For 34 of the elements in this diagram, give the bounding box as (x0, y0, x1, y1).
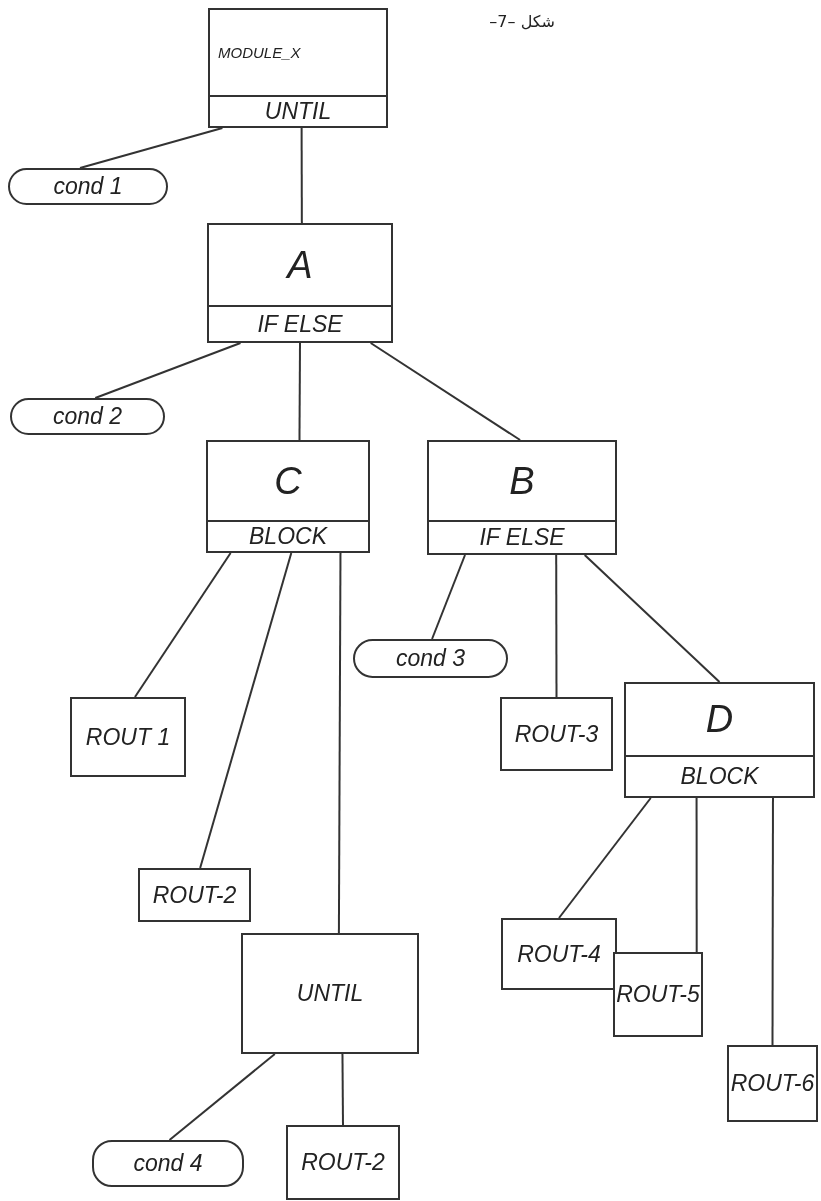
condition-terminal: cond 2 (10, 398, 165, 435)
connector-line (583, 554, 721, 683)
figure-number: شكل –7– (489, 12, 555, 31)
connector-line (431, 554, 466, 640)
connector-line (298, 342, 301, 441)
connector-line (369, 342, 522, 441)
process-box: ROUT-2 (138, 868, 251, 922)
condition-terminal: cond 1 (8, 168, 168, 205)
connector-line (94, 342, 242, 399)
connector-line (695, 797, 698, 953)
condition-terminal: cond 3 (353, 639, 508, 678)
connector-line (199, 552, 293, 869)
connector-line (771, 797, 774, 1046)
connector-line (168, 1053, 276, 1141)
process-box: ROUT 1 (70, 697, 186, 777)
process-box: ROUT-3 (500, 697, 613, 771)
connector-line (341, 1053, 344, 1126)
process-box: ROUT-4 (501, 918, 617, 990)
connector-line (558, 797, 652, 919)
connector-line (79, 127, 224, 169)
process-box: ROUT-2 (286, 1125, 400, 1200)
connector-line (300, 127, 303, 224)
connector-line (133, 552, 232, 698)
connector-line (555, 554, 558, 698)
process-box: UNTIL (241, 933, 419, 1054)
process-box: ROUT-5 (613, 952, 703, 1037)
connector-line (337, 552, 342, 934)
process-box: ROUT-6 (727, 1045, 818, 1122)
process-box: D BLOCK (624, 682, 815, 798)
process-box: A IF ELSE (207, 223, 393, 343)
process-box: MODULE_X UNTIL (208, 8, 388, 128)
condition-terminal: cond 4 (92, 1140, 244, 1187)
process-box: B IF ELSE (427, 440, 617, 555)
process-box: C BLOCK (206, 440, 370, 553)
